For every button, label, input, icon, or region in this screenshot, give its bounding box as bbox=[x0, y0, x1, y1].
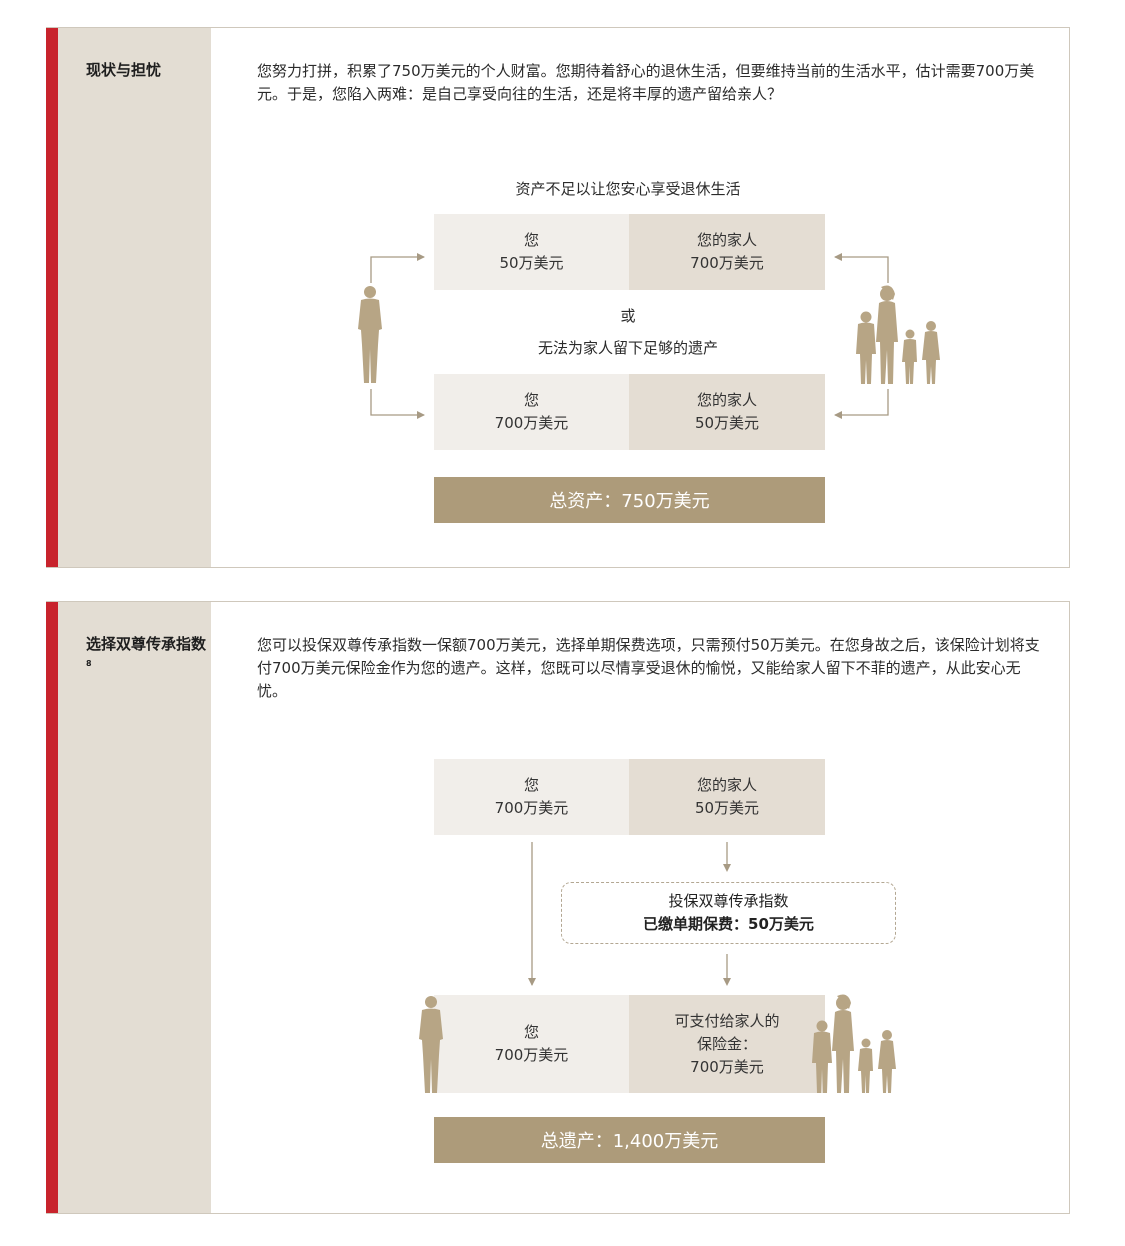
option2-family-label: 您的家人 bbox=[696, 391, 757, 409]
option1-family-amount: 700万美元 bbox=[690, 254, 764, 272]
option1-you-label: 您 bbox=[523, 231, 539, 249]
result-family-line1: 可支付给家人的 bbox=[674, 1011, 780, 1030]
option1-you-amount: 50万美元 bbox=[499, 254, 564, 272]
family-silhouette-icon bbox=[856, 285, 940, 384]
current-you-label: 您 bbox=[523, 776, 539, 794]
arrow-icon bbox=[834, 389, 889, 419]
man-silhouette-icon bbox=[419, 996, 443, 1093]
current-family-amount: 50万美元 bbox=[694, 799, 760, 817]
option2-family-box: 您的家人 50万美元 bbox=[629, 374, 825, 450]
result-family-amount: 700万美元 bbox=[690, 1057, 764, 1076]
premium-line2: 已缴单期保费：50万美元 bbox=[643, 915, 814, 933]
option2-you-box: 您 700万美元 bbox=[434, 374, 629, 450]
section-intro: 您努力打拼，积累了750万美元的个人财富。您期待着舒心的退休生活，但要维持当前的… bbox=[257, 62, 1035, 103]
caption-insufficient-retirement: 资产不足以让您安心享受退休生活 bbox=[515, 180, 741, 198]
premium-box: 投保双尊传承指数 已缴单期保费：50万美元 bbox=[561, 882, 896, 944]
or-label: 或 bbox=[620, 307, 636, 325]
result-family-line2: 保险金： bbox=[696, 1034, 757, 1053]
arrow-icon bbox=[528, 978, 536, 986]
option1-you-box: 您 50万美元 bbox=[434, 214, 629, 290]
section-title: 选择双尊传承指数8 bbox=[86, 635, 207, 668]
current-family-label: 您的家人 bbox=[696, 776, 757, 794]
accent-bar bbox=[46, 602, 58, 1213]
premium-line1: 投保双尊传承指数 bbox=[668, 892, 789, 910]
section-sidebar: 选择双尊传承指数8 bbox=[58, 602, 211, 1213]
result-family-box: 可支付给家人的 保险金： 700万美元 bbox=[629, 995, 825, 1093]
solution-panel: 选择双尊传承指数8 您可以投保双尊传承指数一保额700万美元，选择单期保费选项，… bbox=[46, 601, 1070, 1214]
footnote-marker: 8 bbox=[86, 659, 92, 668]
arrow-icon bbox=[834, 253, 889, 283]
man-silhouette-icon bbox=[358, 286, 382, 383]
option2-you-label: 您 bbox=[523, 391, 539, 409]
section-title: 现状与担忧 bbox=[86, 61, 162, 79]
result-you-box: 您 700万美元 bbox=[434, 995, 629, 1093]
current-family-box: 您的家人 50万美元 bbox=[629, 759, 825, 835]
option1-family-label: 您的家人 bbox=[696, 231, 757, 249]
total-assets-bar: 总资产：750万美元 bbox=[434, 477, 825, 523]
section2-graphics bbox=[419, 842, 896, 1093]
section1-graphics bbox=[358, 253, 940, 419]
arrow-icon bbox=[370, 253, 425, 283]
option1-family-box: 您的家人 700万美元 bbox=[629, 214, 825, 290]
accent-bar bbox=[46, 28, 58, 567]
result-you-label: 您 bbox=[523, 1023, 539, 1041]
situation-panel: 现状与担忧 您努力打拼，积累了750万美元的个人财富。您期待着舒心的退休生活，但… bbox=[46, 27, 1070, 568]
family-silhouette-icon bbox=[812, 994, 896, 1093]
result-you-amount: 700万美元 bbox=[494, 1046, 569, 1064]
option2-family-amount: 50万美元 bbox=[694, 414, 760, 432]
arrow-icon bbox=[370, 389, 425, 419]
caption-insufficient-legacy: 无法为家人留下足够的遗产 bbox=[537, 339, 718, 357]
current-you-box: 您 700万美元 bbox=[434, 759, 629, 835]
section-sidebar: 现状与担忧 bbox=[58, 28, 211, 567]
section-intro: 您可以投保双尊传承指数一保额700万美元，选择单期保费选项，只需预付50万美元。… bbox=[257, 636, 1040, 700]
option2-you-amount: 700万美元 bbox=[494, 414, 569, 432]
arrow-icon bbox=[723, 864, 731, 872]
total-legacy-bar: 总遗产：1,400万美元 bbox=[434, 1117, 825, 1163]
arrow-icon bbox=[723, 978, 731, 986]
current-you-amount: 700万美元 bbox=[494, 799, 569, 817]
